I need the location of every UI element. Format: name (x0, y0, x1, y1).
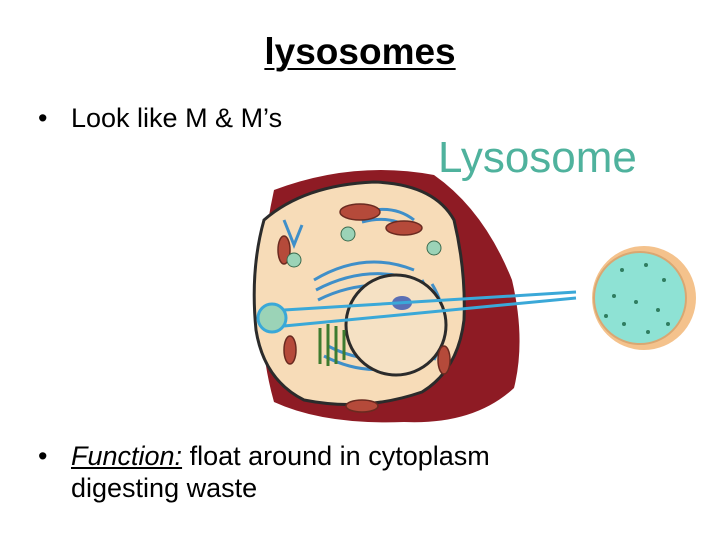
lysosome-closeup-icon (592, 246, 696, 350)
function-continuation: digesting waste (71, 473, 258, 503)
vesicles (286, 226, 442, 268)
nucleus (344, 273, 448, 377)
mitochondria (277, 203, 451, 413)
bullet-marker: • (38, 441, 48, 471)
slide-title-text: lysosomes (264, 31, 456, 72)
lysosome-illustration: Lysosome (244, 120, 700, 430)
slide-title: lysosomes (0, 31, 720, 73)
lysosome-highlight (256, 302, 288, 334)
bullet-appearance-text: Look like M & M’s (71, 103, 283, 133)
function-description: float around in cytoplasm (182, 441, 490, 471)
function-label: Function: (71, 441, 183, 471)
pointer-lines (283, 290, 577, 328)
bullet-appearance: • Look like M & M’s (38, 102, 438, 136)
golgi-apparatus (318, 324, 346, 366)
lysosome-label: Lysosome (438, 133, 637, 182)
bullet-marker: • (38, 103, 48, 133)
cell-diagram-icon: Lysosome (252, 133, 696, 423)
